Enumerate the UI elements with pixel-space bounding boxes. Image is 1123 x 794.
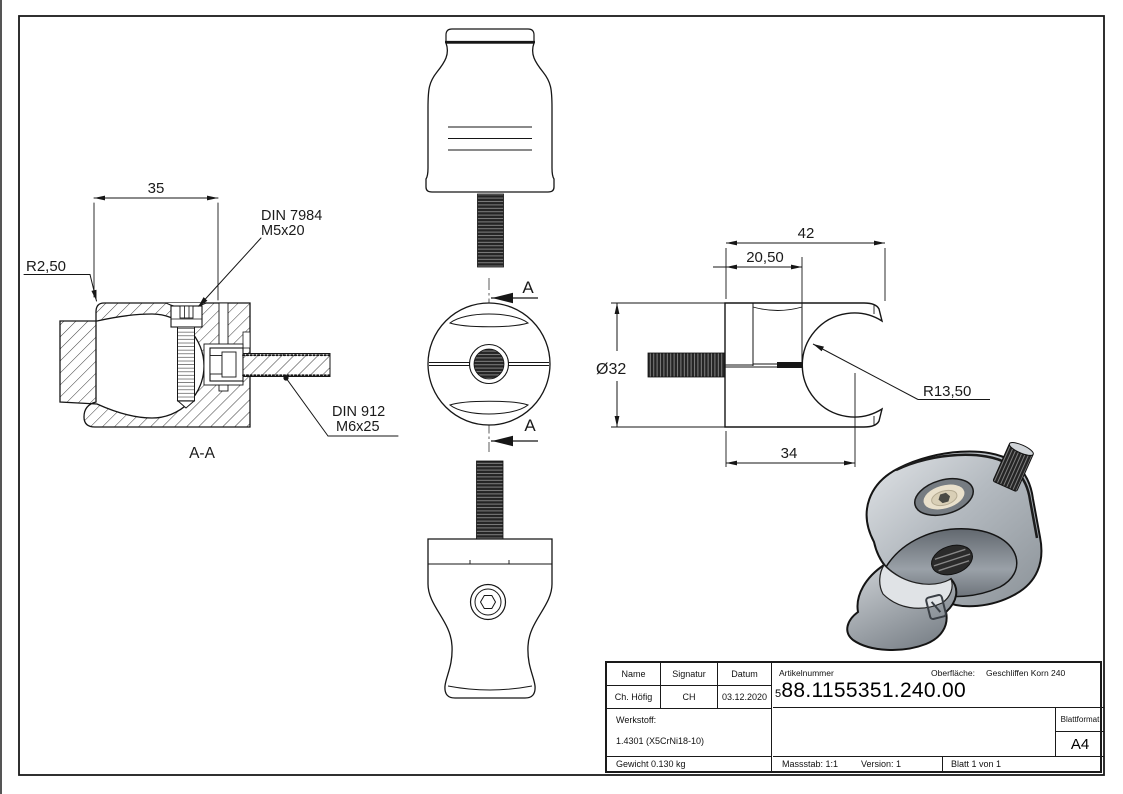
material-value: 1.4301 (X5CrNi18-10) (616, 736, 705, 746)
date-label: Datum (731, 669, 758, 679)
article-number-prefix: 5 (775, 688, 782, 700)
page-left-edge (0, 0, 2, 794)
thread-edge (777, 362, 802, 368)
iso-view (846, 442, 1043, 651)
threaded-stud-bottom (476, 460, 504, 540)
front-view-top (425, 28, 555, 268)
sheet-frame (18, 15, 1105, 776)
dim-2050-text: 20,50 (746, 249, 784, 266)
dim-35-text: 35 (148, 180, 165, 197)
dim-42-text: 42 (798, 225, 815, 242)
iso-saddle-face (879, 564, 953, 609)
weight-value: Gewicht 0.130 kg (616, 759, 686, 769)
iso-logo-engraving (925, 594, 947, 620)
iso-stud (992, 442, 1034, 492)
grub-screw-text-1: DIN 7984 (261, 208, 322, 224)
section-marker-a-bottom: A (524, 416, 536, 435)
iso-countersink (914, 477, 974, 517)
hex-socket (479, 595, 497, 609)
surface-label: Oberfläche: (931, 668, 975, 678)
side-view: 42 20,50 Ø32 (596, 225, 990, 467)
scale-value: Massstab: 1:1 (782, 759, 839, 769)
saddle-radius-text: R13,50 (923, 383, 971, 400)
threaded-stud-top (477, 193, 504, 268)
dim-diameter-32: Ø32 (596, 302, 725, 428)
clamp-bolt-text-2: M6x25 (336, 419, 380, 435)
section-arrow-bottom: A (491, 416, 538, 447)
article-label: Artikelnummer (779, 668, 834, 678)
callout-saddle-radius: R13,50 (812, 343, 990, 400)
iso-thread-hole (931, 544, 973, 576)
section-marker-a-top: A (522, 278, 534, 297)
version-value: Version: 1 (861, 759, 902, 769)
callout-corner-radius: R2,50 (23, 258, 97, 302)
title-block-right: Artikelnummer Oberfläche: Geschliffen Ko… (773, 663, 1104, 771)
sheet-value: Blatt 1 von 1 (951, 759, 1002, 769)
signature-label: Signatur (661, 663, 718, 685)
grub-screw-text-2: M5x20 (261, 223, 305, 239)
format-label: Blattformat (1056, 708, 1104, 732)
dim-35: 35 (93, 180, 219, 301)
section-arrow-top: A (491, 278, 538, 304)
title-block: Name Signatur Datum Ch. Höfig CH 03.12.2… (605, 661, 1104, 773)
article-number: 588.1155351.240.00 (775, 679, 966, 703)
date-value: 03.12.2020 (721, 692, 768, 702)
front-view-bottom (427, 460, 553, 699)
threaded-stud-side (647, 352, 726, 378)
signature-value: CH (661, 686, 718, 708)
section-label: A-A (189, 445, 216, 462)
callout-grub-screw: DIN 7984 M5x20 (198, 208, 322, 307)
material-label: Werkstoff: (616, 715, 657, 725)
format-value: A4 (1070, 735, 1090, 753)
plan-view: A A (427, 278, 551, 452)
dim-34-text: 34 (781, 445, 798, 462)
threaded-hole (473, 348, 505, 380)
callout-clamp-bolt: DIN 912 M6x25 (283, 375, 399, 437)
name-label: Name (607, 663, 661, 685)
article-number-main: 88.1155351.240.00 (781, 679, 966, 702)
section-view: 35 R2,50 DIN 7984 M5x20 DIN 912 (23, 180, 399, 462)
dim-20-50: 20,50 (713, 249, 803, 303)
dim-d32-text: Ø32 (596, 361, 626, 378)
dim-34: 34 (725, 373, 856, 467)
format-cell: Blattformat A4 (1055, 708, 1104, 756)
title-block-left: Name Signatur Datum Ch. Höfig CH 03.12.2… (607, 663, 772, 771)
corner-radius-text: R2,50 (26, 258, 66, 275)
surface-value: Geschliffen Korn 240 (986, 668, 1066, 678)
dim-42: 42 (725, 225, 886, 301)
clamp-bolt-text-1: DIN 912 (332, 404, 385, 420)
name-value: Ch. Höfig (607, 686, 661, 708)
